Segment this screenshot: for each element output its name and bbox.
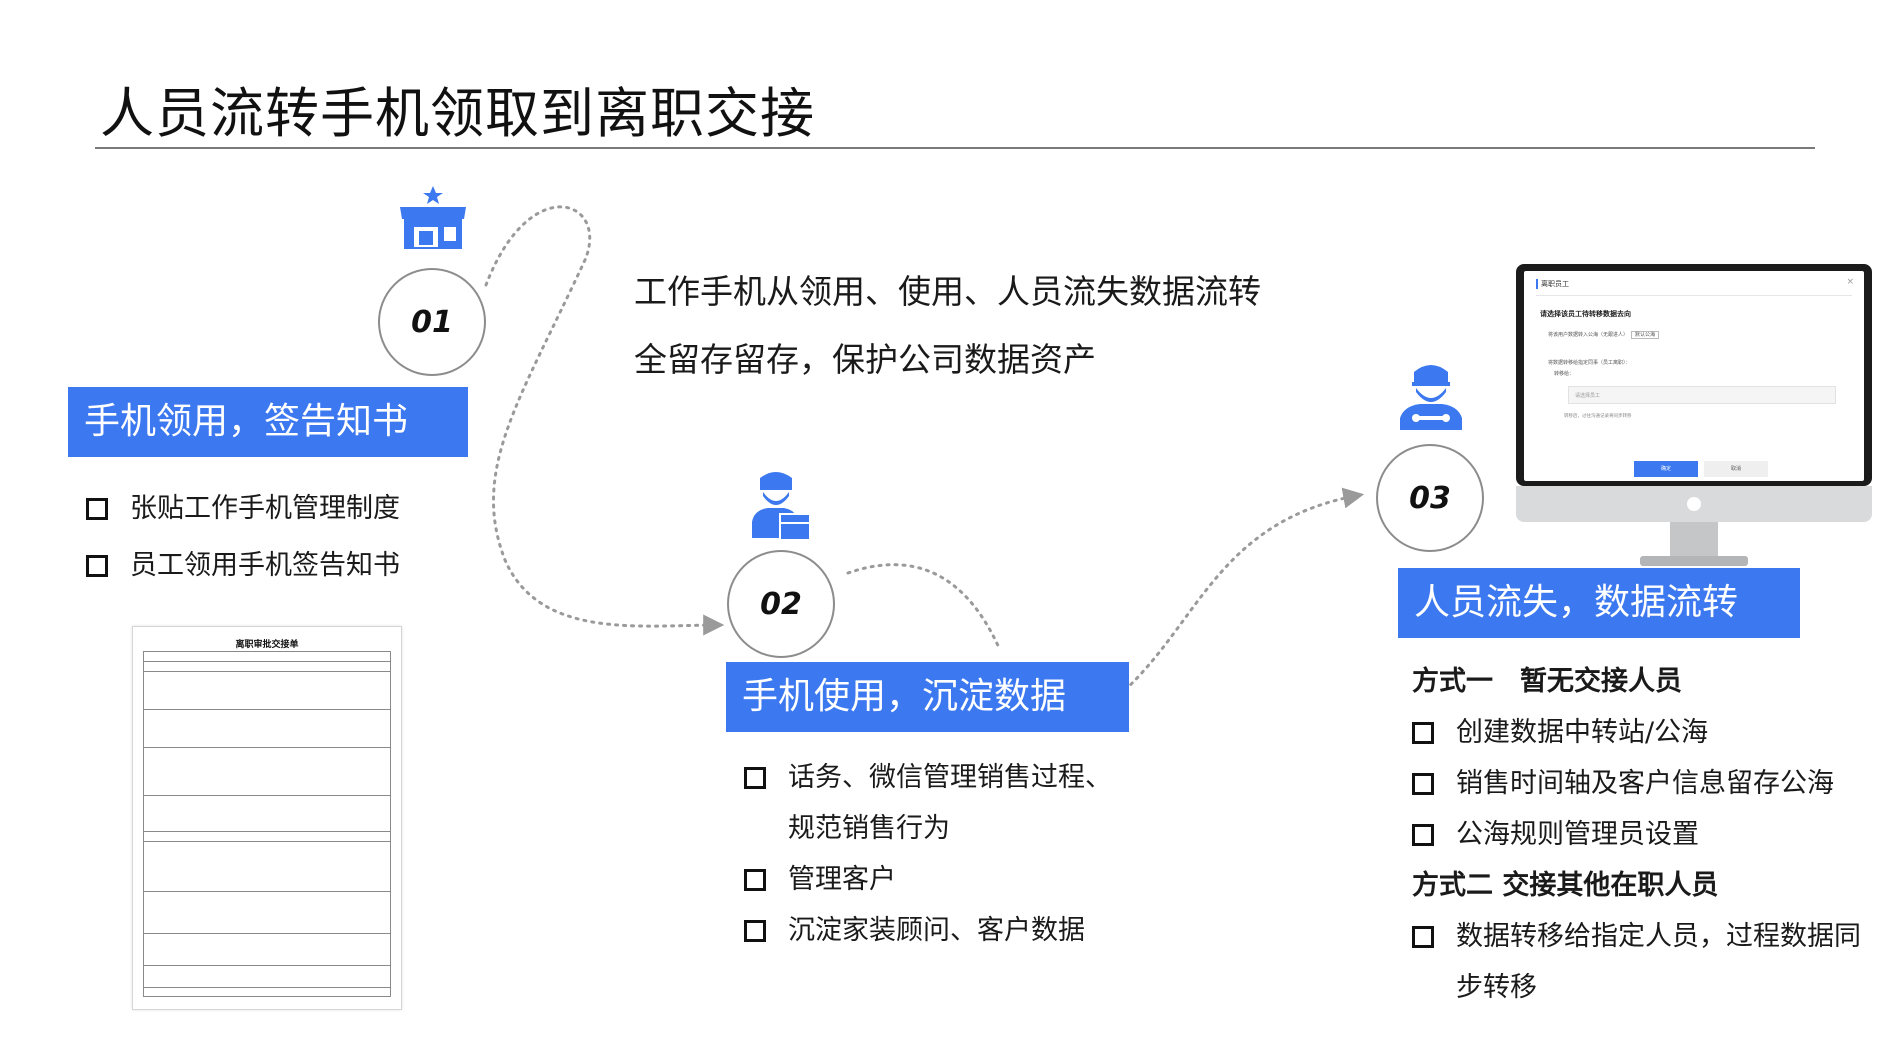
connector-02-03 (846, 495, 1360, 692)
step-02-circle: 02 (727, 550, 835, 658)
employee-select-input: 请选择员工 (1568, 386, 1836, 404)
list-item: 公海规则管理员设置 (1412, 809, 1861, 860)
list-item: 沉淀家装顾问、客户数据 (744, 905, 1112, 956)
resignation-form-thumbnail: 离职审批交接单 (132, 626, 402, 1010)
close-icon: × (1846, 277, 1854, 287)
step-03-label: 人员流失，数据流转 (1398, 568, 1800, 638)
connector-01-02 (484, 205, 725, 636)
step-01-label: 手机领用，签告知书 (68, 387, 468, 457)
monitor-base (1640, 556, 1748, 566)
list-item: 数据转移给指定人员，过程数据同 (1412, 911, 1861, 962)
list-item: 销售时间轴及客户信息留存公海 (1412, 758, 1861, 809)
option-label: 将该用户数据转入公海（无跟进人） (1548, 332, 1629, 338)
form-title: 离职审批交接单 (235, 640, 299, 650)
step-01-bullets: 张贴工作手机管理制度 员工领用手机签告知书 (86, 483, 400, 591)
step-01-circle: 01 (378, 268, 486, 376)
list-item: 员工领用手机签告知书 (86, 540, 400, 591)
list-item: 步转移 (1456, 972, 1537, 1003)
confirm-button: 确定 (1634, 461, 1698, 477)
monitor-power-dot (1687, 497, 1701, 511)
store-icon (400, 186, 466, 249)
intro-line-1: 工作手机从领用、使用、人员流失数据流转 (634, 272, 1261, 311)
list-item: 管理客户 (744, 854, 1112, 905)
list-item: 规范销售行为 (788, 813, 950, 844)
cancel-button: 取消 (1704, 461, 1768, 477)
method-2-title: 方式二 交接其他在职人员 (1412, 870, 1719, 901)
dialog-title: 离职员工 (1536, 279, 1569, 289)
dialog-note: 转移后，过往沟通记录将同步转移 (1564, 414, 1632, 419)
option-transfer-to: 转移给： (1554, 371, 1575, 377)
title-divider (95, 147, 1815, 149)
worker-icon (1400, 365, 1462, 430)
list-item: 张贴工作手机管理制度 (86, 483, 400, 534)
list-item: 创建数据中转站/公海 (1412, 707, 1861, 758)
option-select: 默认公海 (1631, 331, 1660, 339)
option-public-pool: 将该用户数据转入公海（无跟进人）默认公海 (1548, 331, 1660, 339)
list-item: 话务、微信管理销售过程、 (744, 752, 1112, 803)
step-03-circle: 03 (1376, 444, 1484, 552)
intro-text: 工作手机从领用、使用、人员流失数据流转 全留存留存，保护公司数据资产 (634, 258, 1261, 394)
option-transfer: 将数据转移给指定同事（员工离职）： (1548, 360, 1631, 366)
worker-with-box-icon (752, 472, 811, 540)
form-grid (143, 651, 391, 997)
monitor-screen: 离职员工 × 请选择该员工待转移数据去向 将该用户数据转入公海（无跟进人）默认公… (1524, 271, 1864, 481)
step-02-bullets: 话务、微信管理销售过程、 规范销售行为 管理客户 沉淀家装顾问、客户数据 (744, 752, 1112, 956)
step-03-bullets: 方式一 暂无交接人员 创建数据中转站/公海 销售时间轴及客户信息留存公海 公海规… (1412, 656, 1861, 1013)
intro-line-2: 全留存留存，保护公司数据资产 (634, 340, 1096, 379)
method-1-title: 方式一 暂无交接人员 (1412, 666, 1682, 697)
dialog-question: 请选择该员工待转移数据去向 (1540, 310, 1631, 318)
page-title: 人员流转手机领取到离职交接 (100, 82, 815, 145)
dialog-divider (1536, 295, 1852, 296)
step-02-label: 手机使用，沉淀数据 (726, 662, 1129, 732)
